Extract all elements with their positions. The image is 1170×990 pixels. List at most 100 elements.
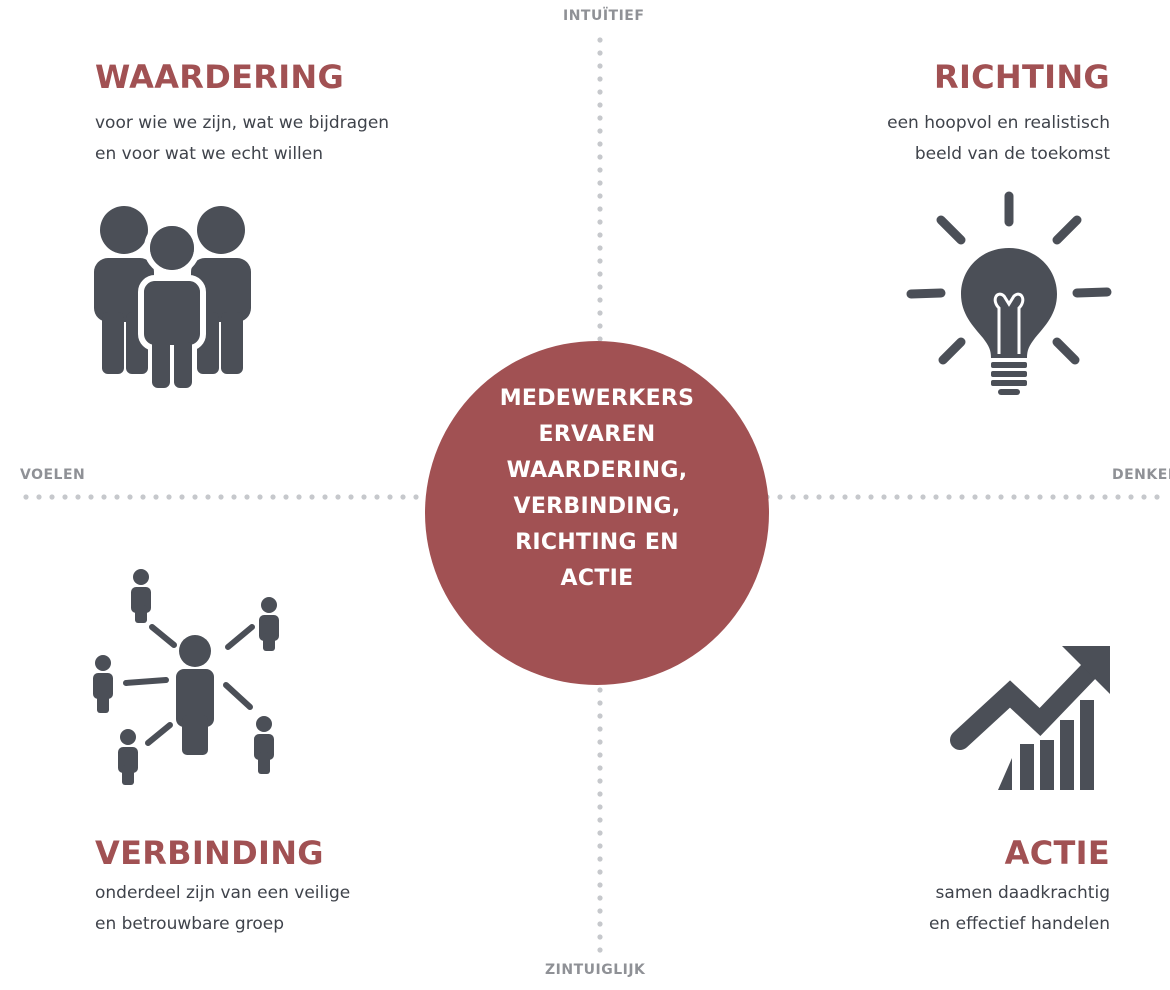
axis-dot [309, 494, 315, 500]
axis-dot [597, 297, 603, 303]
quadrant-title-waardering: WAARDERING [95, 58, 345, 96]
axis-dot [597, 934, 603, 940]
axis-dot [1102, 494, 1108, 500]
center-line: RICHTING EN [515, 530, 679, 555]
axis-dot [946, 494, 952, 500]
axis-dot [829, 494, 835, 500]
axis-dot [1115, 494, 1121, 500]
axis-dot [597, 310, 603, 316]
axis-dot [387, 494, 393, 500]
axis-dot [597, 895, 603, 901]
axis-dot [597, 726, 603, 732]
axis-dot [855, 494, 861, 500]
axis-dot [296, 494, 302, 500]
quadrant-title-actie: ACTIE [1004, 834, 1110, 872]
axis-dot [816, 494, 822, 500]
axis-dot [597, 869, 603, 875]
axis-dot [127, 494, 133, 500]
axis-dot [218, 494, 224, 500]
axis-dot [597, 908, 603, 914]
axis-dot [361, 494, 367, 500]
axis-dot [166, 494, 172, 500]
axis-dot [1154, 494, 1160, 500]
lightbulb-icon [906, 191, 1112, 395]
axis-dot [868, 494, 874, 500]
axis-dot [1050, 494, 1056, 500]
axis-label-left: VOELEN [20, 467, 86, 483]
axis-dot [597, 141, 603, 147]
axis-dot [62, 494, 68, 500]
axis-dot [140, 494, 146, 500]
axis-dot [907, 494, 913, 500]
axis-dot [597, 206, 603, 212]
axis-dot [88, 494, 94, 500]
axis-dot [205, 494, 211, 500]
axis-dot [49, 494, 55, 500]
axis-dot [244, 494, 250, 500]
axis-dot [597, 89, 603, 95]
axis-dot [597, 219, 603, 225]
center-circle [425, 341, 769, 685]
axis-dot [348, 494, 354, 500]
axis-dot [374, 494, 380, 500]
axis-dot [1037, 494, 1043, 500]
axis-dot [1089, 494, 1095, 500]
quadrant-desc-richting-line2: beeld van de toekomst [914, 144, 1110, 164]
axis-dot [597, 167, 603, 173]
axis-dot [597, 700, 603, 706]
axis-dot [1128, 494, 1134, 500]
axis-dot [153, 494, 159, 500]
axis-dot [597, 232, 603, 238]
axis-dot [985, 494, 991, 500]
network-people-icon [93, 569, 279, 785]
quadrant-desc-verbinding-line1: onderdeel zijn van een veilige [95, 883, 351, 903]
axis-label-right: DENKEN [1112, 467, 1170, 483]
axis-dot [972, 494, 978, 500]
axis-dot [597, 245, 603, 251]
axis-dot [894, 494, 900, 500]
axis-dot [1076, 494, 1082, 500]
axis-dot [597, 791, 603, 797]
axis-dot [881, 494, 887, 500]
axis-dot [597, 713, 603, 719]
axis-dot [114, 494, 120, 500]
axis-dot [1141, 494, 1147, 500]
axis-dot [1063, 494, 1069, 500]
axis-dot [597, 921, 603, 927]
axis-dot [597, 804, 603, 810]
axis-dot [597, 947, 603, 953]
axis-dot [597, 843, 603, 849]
axis-dot [413, 494, 419, 500]
axis-dot [283, 494, 289, 500]
axis-dot [597, 271, 603, 277]
quadrant-desc-richting-line1: een hoopvol en realistisch [887, 113, 1110, 133]
axis-dot [597, 102, 603, 108]
axis-dot [192, 494, 198, 500]
axis-label-bottom: ZINTUIGLIJK [545, 962, 646, 978]
axis-dot [959, 494, 965, 500]
axis-dot [790, 494, 796, 500]
axis-label-top: INTUÏTIEF [563, 8, 645, 24]
axis-dot [597, 752, 603, 758]
axis-dot [920, 494, 926, 500]
axis-dot [597, 180, 603, 186]
axis-dot [1011, 494, 1017, 500]
center-statement: MEDEWERKERS ERVAREN WAARDERING, VERBINDI… [440, 381, 754, 597]
axis-dot [23, 494, 29, 500]
axis-dot [597, 76, 603, 82]
axis-dot [597, 830, 603, 836]
axis-dot [270, 494, 276, 500]
axis-dot [597, 50, 603, 56]
axis-dot [597, 882, 603, 888]
axis-dot [75, 494, 81, 500]
quadrant-desc-waardering-line1: voor wie we zijn, wat we bijdragen [95, 113, 390, 133]
quadrant-desc-actie-line2: en effectief handelen [928, 914, 1110, 934]
center-line: VERBINDING, [513, 494, 681, 519]
axis-dot [597, 765, 603, 771]
axis-dot [597, 817, 603, 823]
axis-dot [803, 494, 809, 500]
axis-dot [933, 494, 939, 500]
axis-dot [597, 778, 603, 784]
axis-dot [998, 494, 1004, 500]
center-line: MEDEWERKERS [499, 386, 695, 411]
